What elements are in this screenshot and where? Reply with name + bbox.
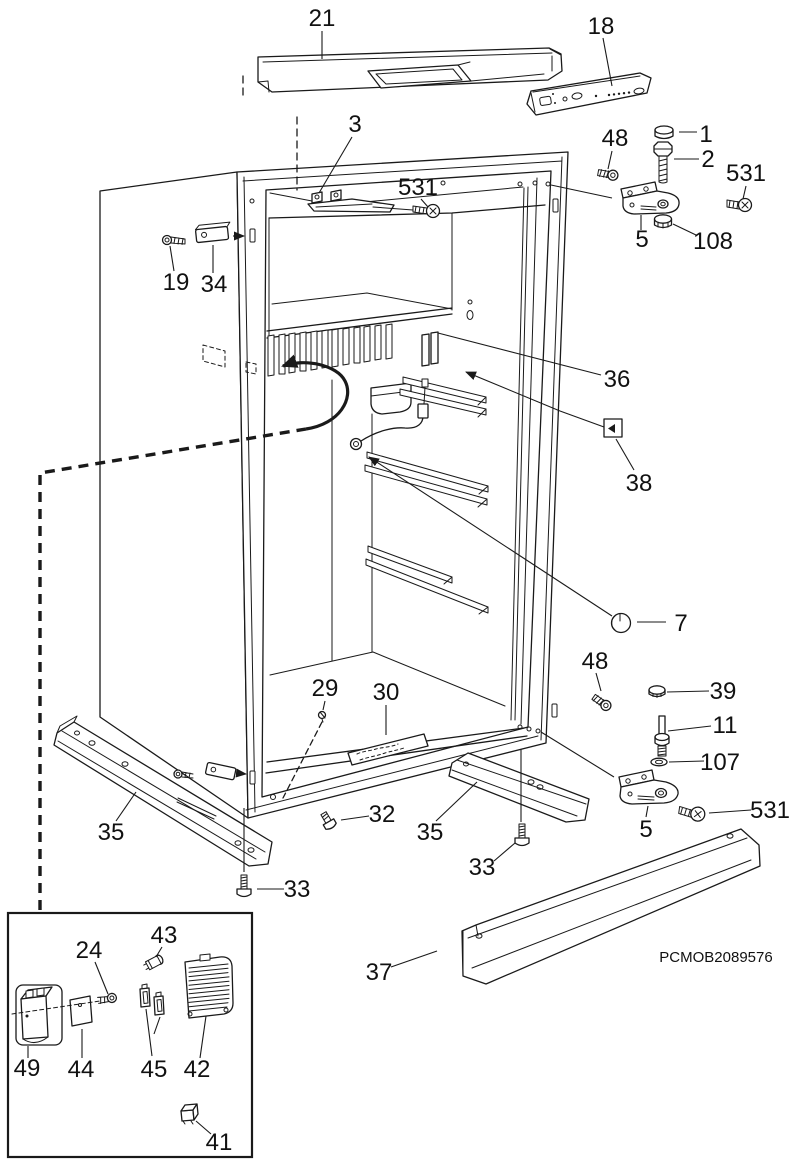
part-block-41 [180, 1103, 199, 1125]
part-screw-531-top [412, 203, 441, 219]
callout-34: 34 [201, 271, 228, 298]
callout-49: 49 [14, 1055, 41, 1082]
callout-531-right: 531 [726, 160, 766, 187]
part-hinge-5-top [620, 181, 680, 215]
callout-43: 43 [151, 922, 178, 949]
callout-labels: 21 18 3 531 48 1 2 531 5 108 19 34 36 38… [14, 5, 790, 1156]
shelf-rails [364, 376, 489, 615]
callout-32: 32 [369, 801, 396, 828]
duct-cover [370, 382, 412, 415]
callout-33-right: 33 [469, 854, 496, 881]
evaporator-fins [267, 323, 393, 377]
drawing-code: PCMOB2089576 [659, 949, 772, 966]
part-top-panel [257, 47, 563, 93]
part-clips-45 [139, 983, 165, 1016]
part-screw-24 [97, 992, 118, 1004]
callout-11: 11 [713, 712, 738, 739]
cabinet-body [99, 151, 615, 819]
part-screw-48-bottom [591, 693, 612, 712]
part-screw-531-right [726, 197, 753, 213]
part-screw-33-right [514, 749, 530, 847]
callout-30: 30 [373, 679, 400, 706]
part-lamp-housing-49 [15, 984, 63, 1046]
sensor-wire [349, 378, 429, 451]
part-rail-35-right [448, 752, 590, 823]
frame-holes [249, 180, 559, 800]
callout-41: 41 [206, 1129, 233, 1156]
part-rail-35-left [53, 715, 273, 867]
part-plate-44 [69, 995, 93, 1027]
part-hinge-5-bottom [618, 769, 679, 805]
callout-5-bottom: 5 [639, 816, 652, 843]
callout-24: 24 [76, 937, 103, 964]
part-vent-grille-42 [184, 953, 234, 1019]
part-bolt-2 [653, 141, 673, 184]
callout-48-top: 48 [602, 125, 629, 152]
callout-2: 2 [701, 146, 714, 173]
callout-37: 37 [366, 959, 393, 986]
part-screw-32 [320, 811, 337, 830]
part-screw-19 [161, 234, 186, 246]
callout-29: 29 [312, 675, 339, 702]
callout-42: 42 [184, 1056, 211, 1083]
callout-44: 44 [68, 1056, 95, 1083]
callout-45: 45 [141, 1056, 168, 1083]
part-screw-lower-left [173, 769, 194, 779]
inset-panel [6, 911, 254, 1159]
callout-36: 36 [604, 366, 631, 393]
callout-107: 107 [700, 749, 740, 776]
callout-3: 3 [348, 111, 361, 138]
callout-19: 19 [163, 269, 190, 296]
cable-routing-dashed [38, 75, 350, 944]
callout-38: 38 [626, 470, 653, 497]
callout-108: 108 [693, 228, 733, 255]
part-screw-33-left [236, 808, 252, 898]
callout-1: 1 [699, 121, 712, 148]
part-screw-531-bottom [678, 806, 706, 822]
part-marker-38 [465, 371, 635, 471]
part-washer-107 [650, 757, 668, 767]
part-bracket-lower-left [204, 761, 237, 781]
callout-33-left: 33 [284, 876, 311, 903]
callout-531-bottom: 531 [750, 797, 790, 824]
part-nut-39 [648, 685, 666, 698]
callout-48-bottom: 48 [582, 648, 609, 675]
part-trim-37 [461, 828, 761, 985]
callout-21: 21 [309, 5, 336, 32]
part-pin-11 [654, 715, 670, 757]
part-screw-48-top [597, 169, 619, 181]
part-screw-29 [317, 710, 327, 723]
leader-lines [27, 31, 752, 1135]
part-cap-1 [654, 125, 674, 140]
rating-plate [347, 733, 429, 766]
callout-18: 18 [588, 13, 615, 40]
callout-531-top: 531 [398, 174, 438, 201]
part-bracket-34 [194, 221, 231, 244]
part-nut-108 [653, 214, 673, 229]
part-control-panel [526, 72, 652, 116]
part-wall-clip [421, 331, 439, 367]
callout-39: 39 [710, 678, 737, 705]
part-plug-7 [368, 456, 632, 634]
callout-5-top: 5 [635, 226, 648, 253]
callout-35-left: 35 [98, 819, 125, 846]
callout-7: 7 [674, 610, 687, 637]
part-bulb-43 [143, 954, 164, 971]
callout-35-right: 35 [417, 819, 444, 846]
